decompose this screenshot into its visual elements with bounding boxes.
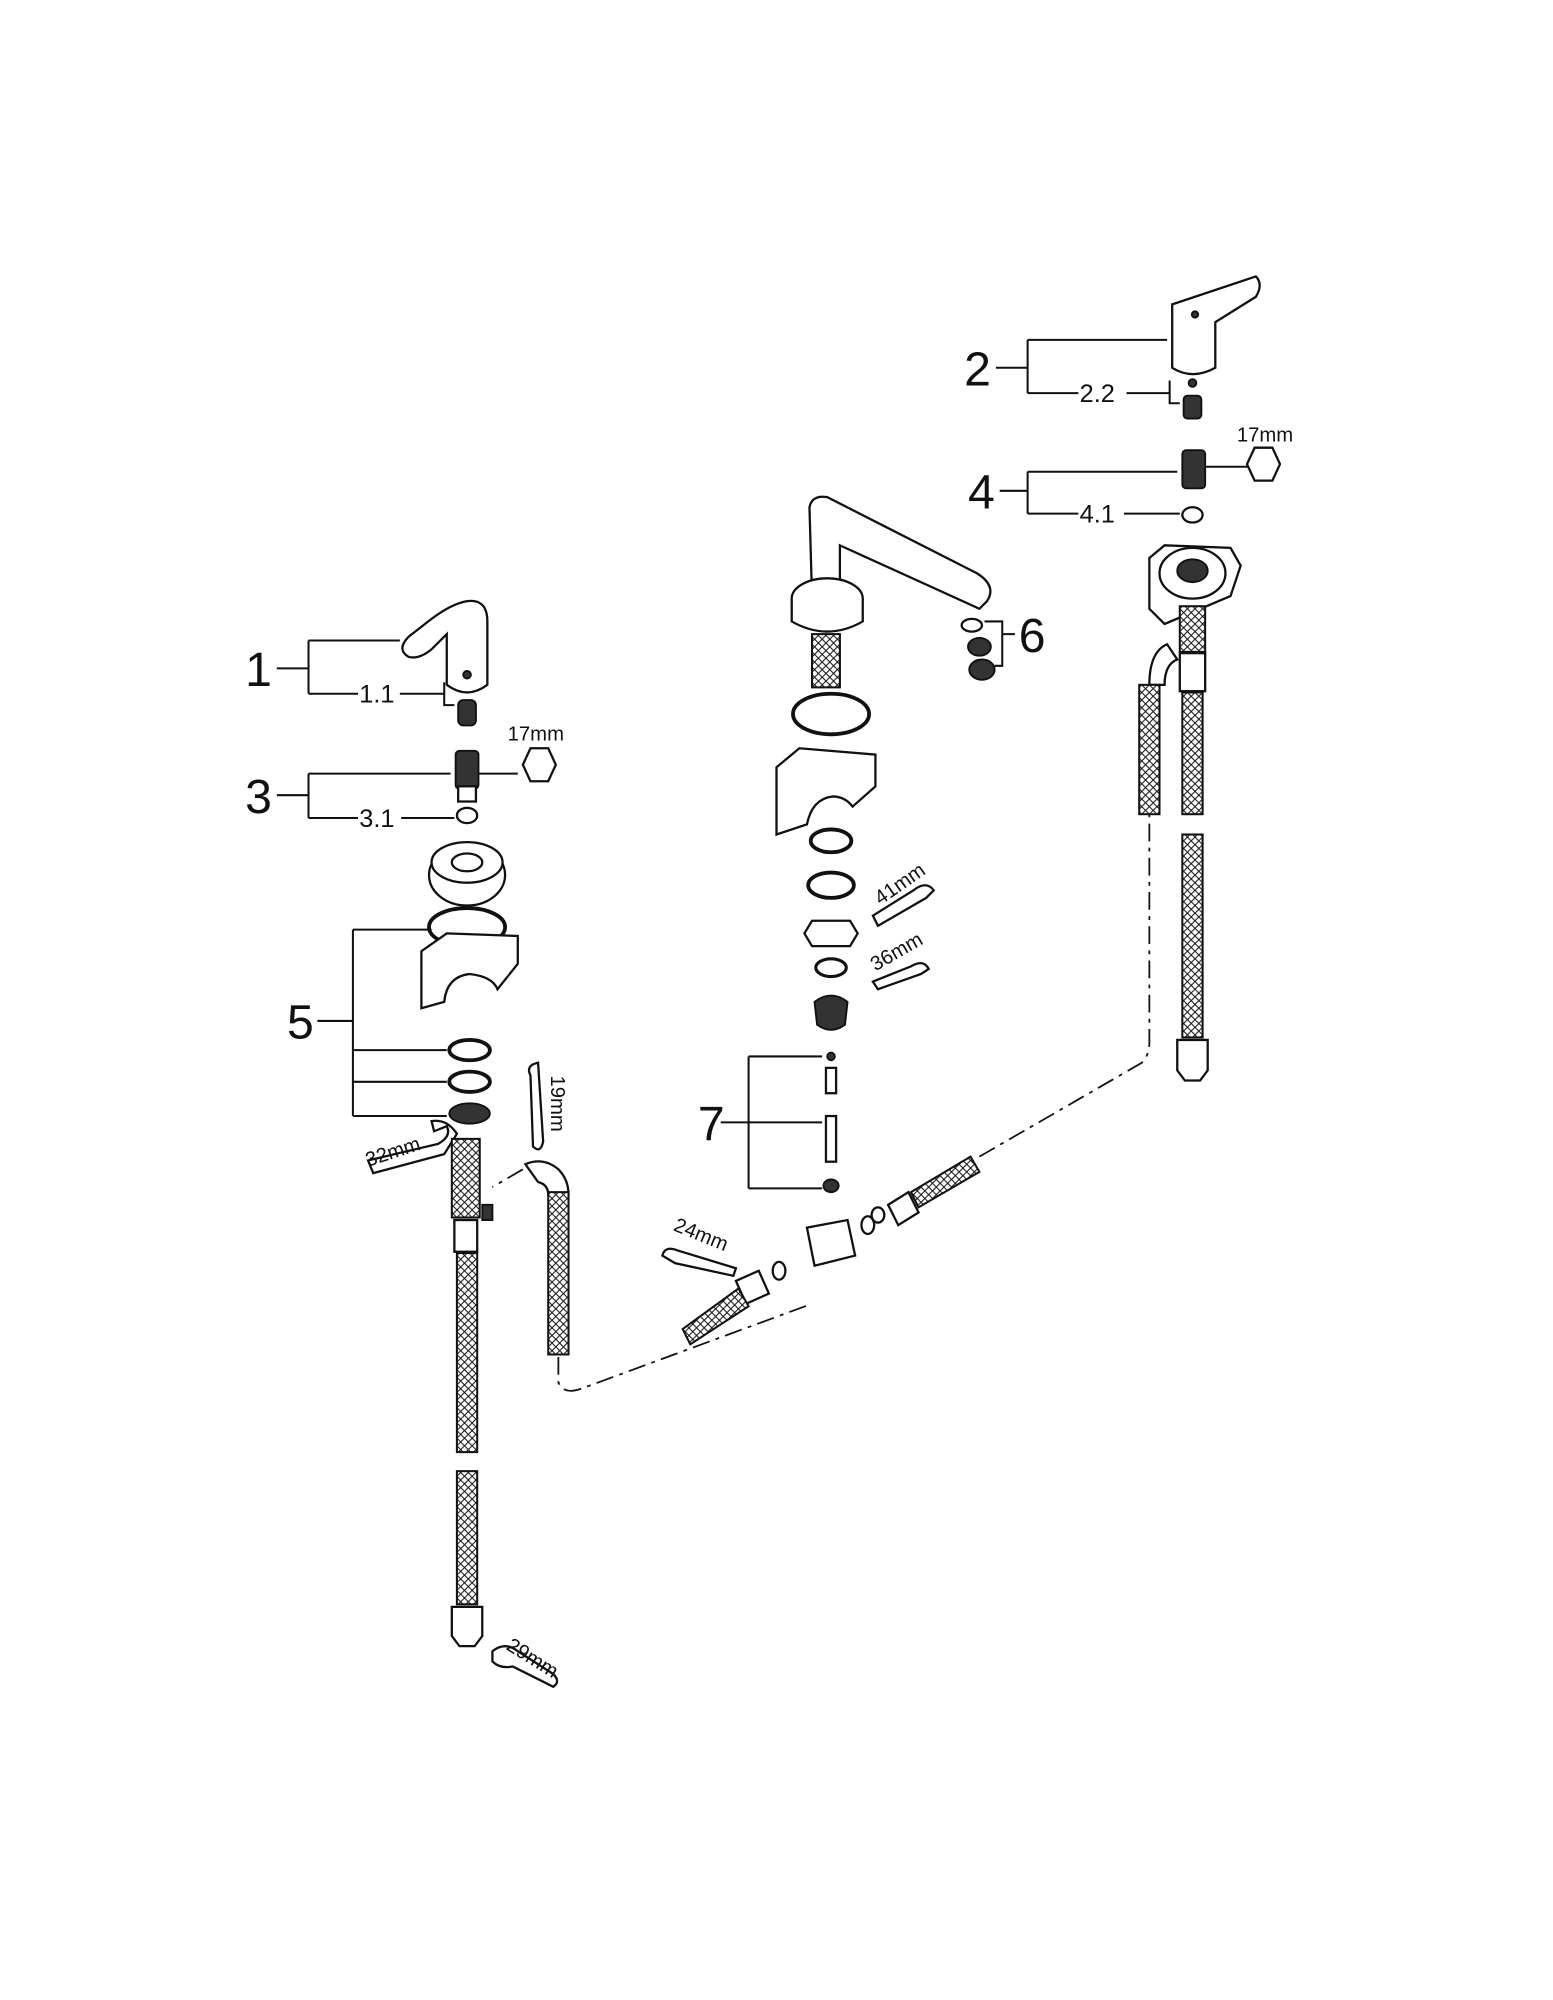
right-cartridge <box>1181 449 1207 490</box>
wrench-29mm-icon <box>491 1645 559 1689</box>
left-hose-nut <box>453 1218 479 1253</box>
callout-4: 4 <box>968 466 995 520</box>
left-handle-assembly: 1 1.1 <box>245 599 489 727</box>
spout-large-o-ring <box>791 691 871 737</box>
left-outlet-hose <box>547 1191 570 1356</box>
right-hose-nut <box>886 1190 921 1227</box>
lift-rod-part <box>824 1066 838 1095</box>
spout-threaded-shank <box>810 633 841 689</box>
left-supply-hose-lower <box>455 1470 479 1606</box>
lift-rod-part-2 <box>824 1114 838 1163</box>
callout-1-1: 1.1 <box>359 681 394 709</box>
wrench-size-19: 19mm <box>546 1075 568 1131</box>
aerator-washer <box>960 617 984 633</box>
wrench-41mm-icon <box>871 884 936 928</box>
callout-5: 5 <box>287 996 314 1050</box>
wrench-24mm-icon <box>661 1247 738 1278</box>
aerator-housing <box>968 658 996 681</box>
spout-mounting-nut <box>813 994 849 1031</box>
right-supply-hose <box>1181 691 1204 816</box>
callout-1: 1 <box>245 643 272 697</box>
left-supply-hose <box>455 1251 479 1454</box>
callout-3: 3 <box>245 770 272 824</box>
left-base-assembly: 5 32mm 29mm 19mm <box>287 840 813 1689</box>
spout-body <box>808 495 992 611</box>
spout-small-washer <box>814 957 848 979</box>
callout-2-2: 2.2 <box>1080 380 1115 408</box>
left-handle-adapter <box>457 699 477 727</box>
wrench-32mm-icon <box>366 1119 459 1175</box>
tee-right-hose <box>909 1155 981 1209</box>
right-threaded-shank <box>1178 605 1207 653</box>
hex-key-icon-left <box>521 747 558 783</box>
wrench-19mm-icon <box>527 1061 545 1151</box>
left-threaded-shank <box>450 1137 481 1219</box>
spout-washer-2 <box>806 870 856 900</box>
tee-left-hose <box>681 1287 750 1346</box>
left-hose-end-nut <box>450 1605 484 1648</box>
spout-washer-1 <box>808 827 854 855</box>
right-lever-handle <box>1171 275 1261 376</box>
callout-7: 7 <box>698 1097 725 1151</box>
left-lever-handle <box>401 599 489 694</box>
right-handle-assembly: 2 2.2 17mm 4 4.1 <box>964 275 1293 529</box>
spout-assembly: 6 41mm 36mm 7 24mm <box>661 495 1151 1346</box>
hex-size-left: 17mm <box>508 724 564 746</box>
left-o-ring-3-1 <box>455 806 479 825</box>
hex-size-right: 17mm <box>1237 424 1293 446</box>
right-hose-nut-top <box>1178 651 1207 693</box>
left-cartridge <box>454 749 480 790</box>
right-elbow-fitting <box>1148 642 1179 686</box>
left-lock-nut <box>448 1102 491 1125</box>
left-elbow-fitting <box>523 1160 570 1196</box>
spout-sink-deck-section <box>775 747 877 837</box>
left-washer-2 <box>447 1069 492 1094</box>
hex-key-icon-right <box>1245 446 1282 482</box>
callout-3-1: 3.1 <box>359 805 394 833</box>
callout-4-1: 4.1 <box>1080 501 1115 529</box>
callout-6: 6 <box>1019 609 1046 663</box>
left-washer-1 <box>447 1038 492 1063</box>
tee-connector <box>805 1218 857 1268</box>
right-base-assembly <box>1138 544 1242 1082</box>
callout-2: 2 <box>964 343 991 397</box>
right-hose-end-nut <box>1176 1038 1209 1082</box>
right-handle-adapter <box>1182 394 1203 420</box>
right-outlet-hose <box>1138 683 1161 816</box>
right-supply-hose-lower <box>1181 833 1204 1039</box>
spout-hex-nut <box>803 919 859 948</box>
right-o-ring-4-1 <box>1181 506 1204 524</box>
left-sink-deck-section <box>420 932 519 1010</box>
wrench-36mm-icon <box>871 962 931 991</box>
left-cartridge-assembly: 17mm 3 3.1 <box>245 724 564 833</box>
aerator-insert <box>967 636 992 657</box>
wrench-size-24: 24mm <box>671 1214 731 1256</box>
